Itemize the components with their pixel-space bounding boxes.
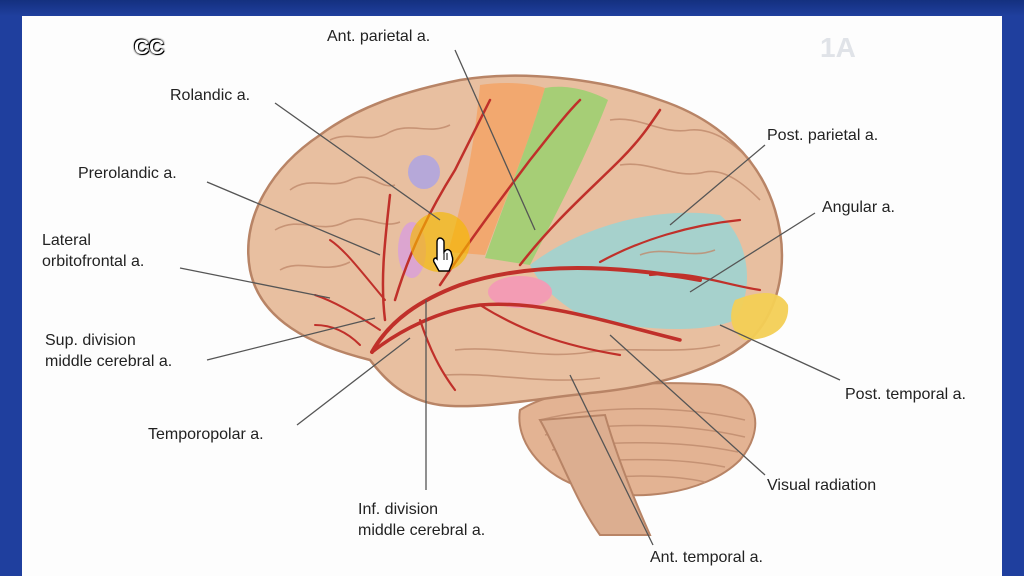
label-temporopolar: Temporopolar a. bbox=[148, 426, 264, 443]
label-angular: Angular a. bbox=[822, 199, 895, 216]
label-sup-division: Sup. division middle cerebral a. bbox=[45, 332, 173, 370]
purple-territory bbox=[408, 155, 440, 189]
label-visual-radiation: Visual radiation bbox=[767, 477, 877, 494]
closed-caption-badge[interactable]: CC bbox=[134, 36, 165, 59]
label-rolandic: Rolandic a. bbox=[170, 87, 251, 104]
label-prerolandic: Prerolandic a. bbox=[78, 165, 177, 182]
label-post-temporal: Post. temporal a. bbox=[845, 386, 966, 403]
green-territory bbox=[485, 86, 608, 266]
window-frame-top bbox=[0, 0, 1024, 16]
gyri bbox=[274, 118, 761, 381]
arteries bbox=[314, 98, 762, 392]
brainstem bbox=[538, 413, 652, 536]
orange-territory bbox=[448, 83, 545, 255]
label-lateral-orbitofrontal: Lateral orbitofrontal a. bbox=[42, 232, 145, 270]
label-post-parietal: Post. parietal a. bbox=[767, 127, 879, 144]
leader-lines bbox=[179, 49, 841, 546]
channel-watermark-logo: 1A bbox=[820, 32, 856, 63]
label-ant-parietal: Ant. parietal a. bbox=[327, 28, 431, 45]
pink-territory bbox=[488, 276, 552, 308]
hand-pointer-icon bbox=[432, 237, 454, 272]
label-ant-temporal: Ant. temporal a. bbox=[650, 549, 763, 566]
yellow-territory bbox=[731, 293, 789, 340]
label-inf-division: Inf. division middle cerebral a. bbox=[358, 501, 486, 539]
